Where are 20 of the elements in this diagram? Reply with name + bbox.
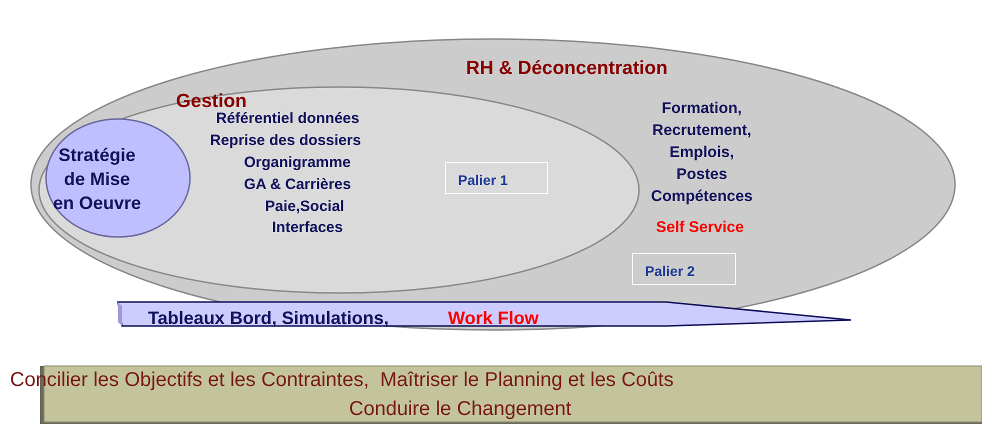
text-label: Conduire le Changement	[349, 398, 572, 421]
heading: RH & Déconcentration	[466, 58, 668, 80]
banner	[117, 301, 852, 327]
text-label: Reprise des dossiers	[210, 132, 361, 149]
stage-box	[632, 253, 736, 285]
text-label: Stratégie de Mise en Oeuvre	[52, 144, 142, 215]
text-label: Formation, Recrutement, Emplois, Postes Compétences	[651, 99, 753, 207]
stage-box	[445, 162, 548, 194]
text-label: Self Service	[656, 219, 744, 237]
heading: Gestion	[176, 91, 247, 112]
text-label: Palier 2	[645, 263, 695, 279]
text-label: Palier 1	[458, 172, 508, 188]
strategy-ellipse	[45, 118, 191, 238]
text-label: Paie,Social	[265, 198, 344, 215]
text-label: Tableaux Bord, Simulations,	[148, 308, 389, 329]
text-label: Work Flow	[448, 308, 539, 329]
text-label: Référentiel données	[216, 110, 360, 127]
text-label: GA & Carrières	[244, 176, 351, 193]
text-label: Organigramme	[244, 154, 351, 171]
text-label: Interfaces	[272, 219, 343, 236]
